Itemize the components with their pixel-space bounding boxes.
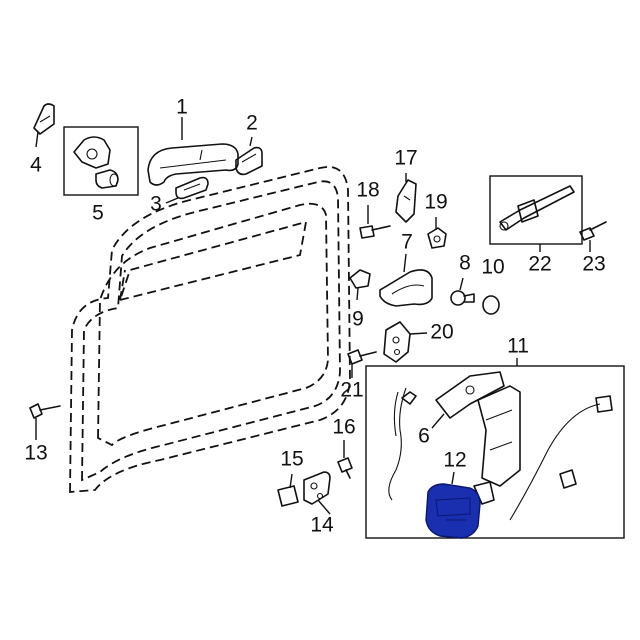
callout-19: 19 [424, 191, 447, 214]
callout-23: 23 [582, 253, 605, 276]
callout-11: 11 [507, 335, 529, 358]
part-17-bracket [395, 179, 417, 223]
part-7-interior-handle [379, 269, 433, 307]
callout-20: 20 [430, 321, 453, 344]
part-16-bolt [337, 457, 353, 479]
callout-6: 6 [418, 425, 430, 448]
part-15-shim [277, 485, 299, 507]
callout-7: 7 [401, 231, 413, 254]
callout-12: 12 [443, 449, 466, 472]
part-12-door-lock-actuator [425, 483, 481, 539]
part-2-handle-cap [235, 146, 263, 176]
part-5-box [63, 126, 139, 196]
part-10-o-ring [482, 295, 500, 315]
part-9-clip [349, 269, 371, 289]
part-11-box [365, 365, 625, 539]
callout-13: 13 [24, 442, 47, 465]
part-19-nut [427, 227, 447, 249]
part-14-striker [303, 471, 331, 505]
part-11-latch-assembly [388, 371, 613, 521]
part-22-box [489, 175, 583, 245]
part-5-lock-cylinder [73, 136, 119, 189]
callout-18: 18 [356, 179, 379, 202]
callout-2: 2 [246, 112, 258, 135]
callout-3: 3 [150, 193, 162, 216]
leader-lines [35, 117, 591, 515]
callout-14: 14 [310, 514, 334, 537]
callout-9: 9 [352, 308, 364, 331]
part-1-exterior-handle [147, 143, 239, 186]
callout-4: 4 [30, 154, 42, 177]
part-6-rod-clip [401, 391, 417, 405]
part-8-screw [450, 290, 475, 306]
part-13-bolt [29, 403, 61, 419]
callout-labels: 1 2 3 4 5 6 7 8 9 10 11 12 13 14 15 16 1… [24, 96, 605, 537]
part-21-bolt [347, 349, 377, 365]
part-4-bracket [33, 103, 55, 135]
part-20-hinge [383, 321, 411, 363]
callout-1: 1 [176, 96, 188, 119]
part-22-door-check [499, 185, 575, 231]
callout-15: 15 [280, 448, 303, 471]
callout-5: 5 [92, 202, 104, 225]
callout-22: 22 [528, 253, 551, 276]
callout-10: 10 [481, 256, 504, 279]
callout-8: 8 [459, 252, 471, 275]
part-18-bolt [359, 225, 391, 239]
callout-16: 16 [332, 416, 355, 439]
callout-21: 21 [340, 379, 363, 402]
callout-17: 17 [394, 147, 417, 170]
door-outline [69, 166, 351, 493]
part-3-gasket [175, 176, 209, 200]
part-23-bolt [579, 221, 607, 241]
